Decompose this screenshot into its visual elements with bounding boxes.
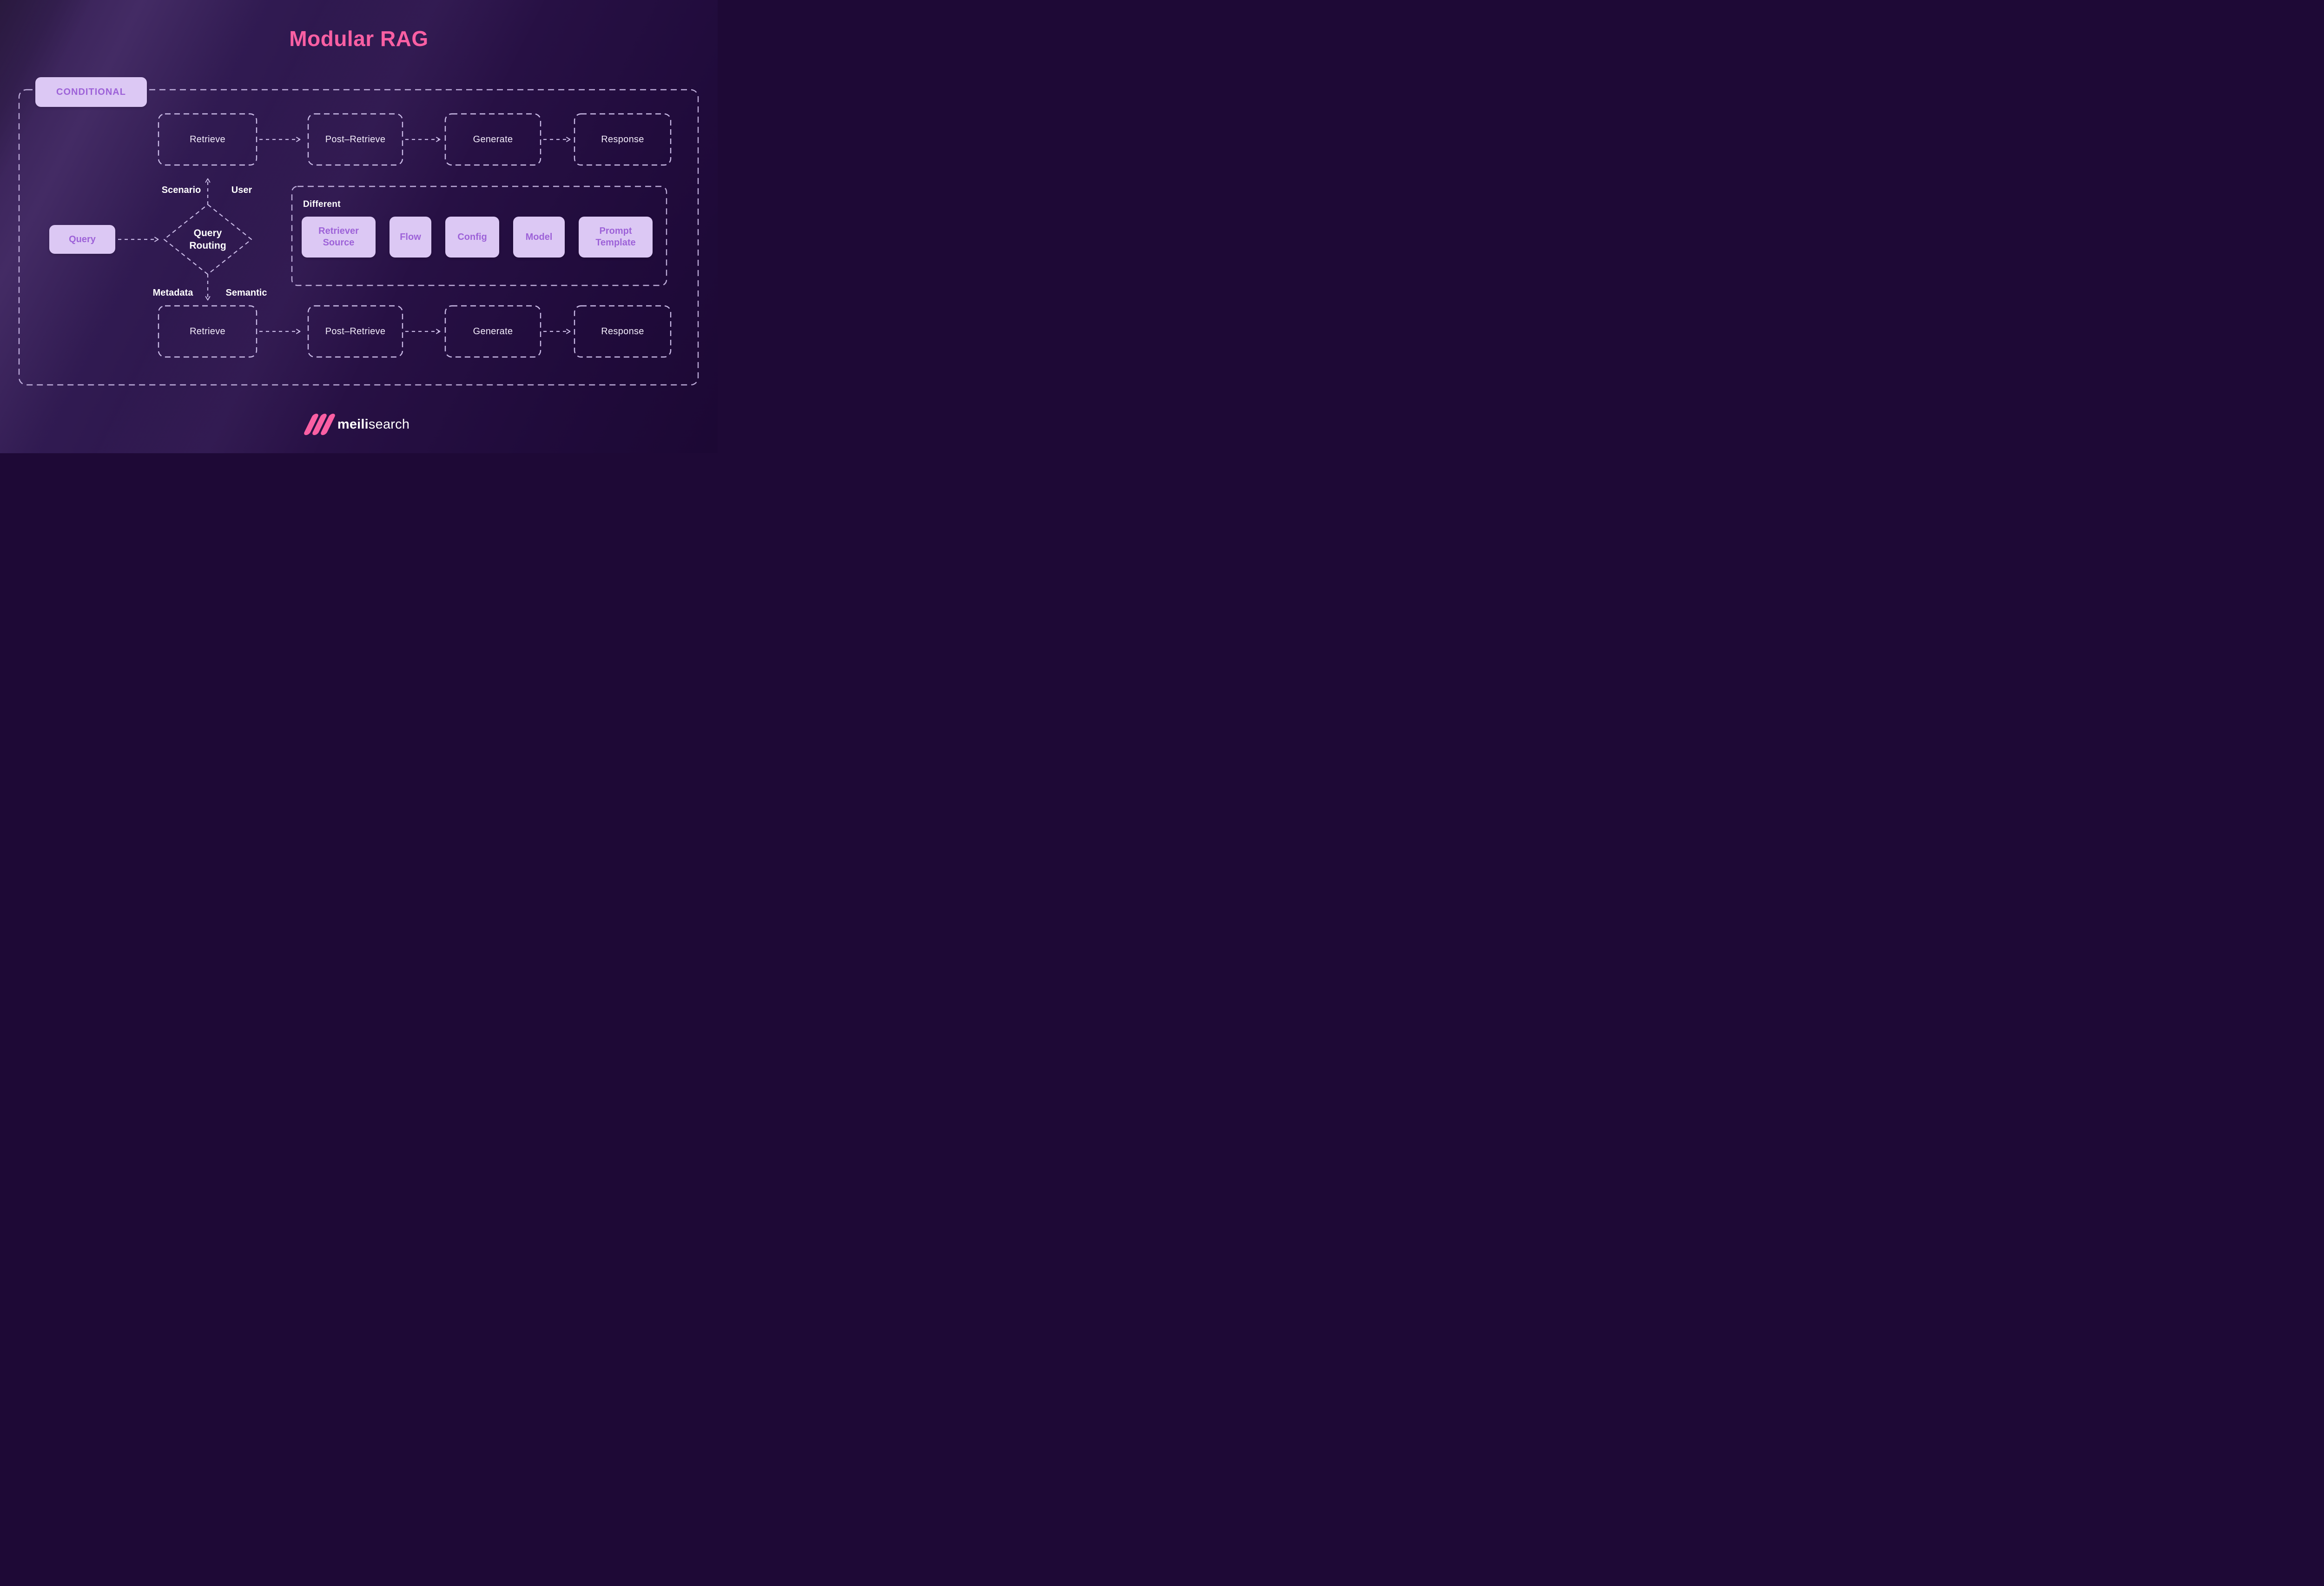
different-group-border (291, 185, 667, 286)
query-routing-label: Query Routing (189, 227, 226, 251)
response-top-label: Response (601, 134, 644, 145)
meilisearch-logo: meilisearch (0, 411, 718, 438)
conditional-badge: CONDITIONAL (35, 77, 147, 107)
branch-scenario-label: Scenario (161, 185, 201, 195)
post-retrieve-top-label: Post–Retrieve (325, 134, 386, 145)
conditional-group-border (18, 89, 699, 386)
modular-rag-diagram: Modular RAG (0, 0, 718, 453)
branch-user-label: User (231, 185, 252, 195)
different-group-label: Different (303, 199, 341, 209)
post-retrieve-bottom-label: Post–Retrieve (325, 326, 386, 337)
response-bottom-box (574, 305, 672, 358)
query-box: Query (49, 225, 115, 254)
post-retrieve-bottom-box (307, 305, 403, 358)
connector-layer (18, 89, 699, 386)
generate-bottom-label: Generate (473, 326, 513, 337)
response-top-box (574, 113, 672, 166)
retrieve-top-label: Retrieve (190, 134, 225, 145)
retrieve-bottom-box (158, 305, 257, 358)
post-retrieve-top-box (307, 113, 403, 166)
meilisearch-logo-icon (303, 414, 337, 435)
module-model: Model (513, 217, 565, 258)
retrieve-bottom-label: Retrieve (190, 326, 225, 337)
generate-bottom-box (444, 305, 541, 358)
generate-top-label: Generate (473, 134, 513, 145)
module-retriever-source: Retriever Source (302, 217, 376, 258)
module-prompt-template: Prompt Template (579, 217, 653, 258)
response-bottom-label: Response (601, 326, 644, 337)
generate-top-box (444, 113, 541, 166)
page-title: Modular RAG (289, 26, 429, 51)
module-config: Config (445, 217, 499, 258)
meilisearch-wordmark: meilisearch (337, 417, 409, 432)
branch-semantic-label: Semantic (225, 287, 267, 298)
retrieve-top-box (158, 113, 257, 166)
module-flow: Flow (390, 217, 431, 258)
wordmark-regular-part: search (368, 416, 410, 432)
wordmark-bold-part: meili (337, 416, 369, 432)
branch-metadata-label: Metadata (152, 287, 193, 298)
